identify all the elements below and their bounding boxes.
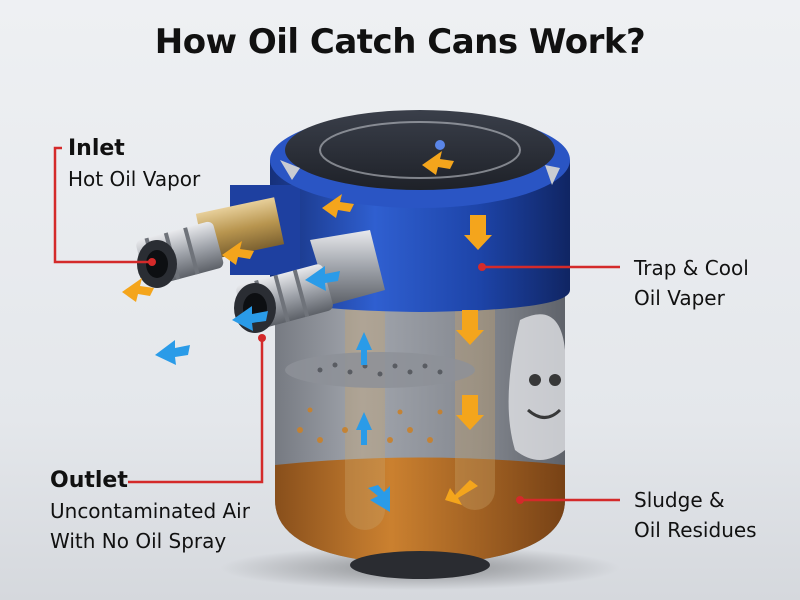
oil-sludge-layer: [275, 457, 565, 565]
callout-lines: [53, 146, 620, 504]
inlet-heading: Inlet: [68, 136, 125, 161]
sludge-line2: Oil Residues: [634, 518, 757, 542]
sludge-label: Sludge & Oil Residues: [634, 485, 757, 545]
inlet-label: Inlet Hot Oil Vapor: [68, 134, 200, 194]
inlet-callout-line: [53, 146, 150, 264]
clean-air-arrow: [155, 266, 390, 512]
flow-arrows: [122, 151, 492, 512]
outlet-label: Outlet Uncontaminated Air With No Oil Sp…: [50, 466, 250, 556]
baffle-plate: [285, 352, 475, 388]
hot-vapor-arrow: [122, 151, 492, 505]
outlet-description-line1: Uncontaminated Air: [50, 499, 250, 523]
inlet-fitting: [136, 197, 285, 288]
catch-can-body: [275, 210, 565, 579]
outlet-description-line2: With No Oil Spray: [50, 529, 227, 553]
trap-cool-line2: Oil Vaper: [634, 286, 725, 310]
bulldog-emblem: [508, 314, 565, 460]
outlet-heading: Outlet: [50, 468, 128, 493]
diagram-title: How Oil Catch Cans Work?: [154, 22, 646, 62]
trap-cool-label: Trap & Cool Oil Vaper: [634, 253, 749, 313]
trap-cool-line1: Trap & Cool: [634, 256, 749, 280]
outlet-callout-line: [128, 340, 264, 484]
inlet-description: Hot Oil Vapor: [68, 167, 201, 191]
sludge-line1: Sludge &: [634, 488, 725, 512]
